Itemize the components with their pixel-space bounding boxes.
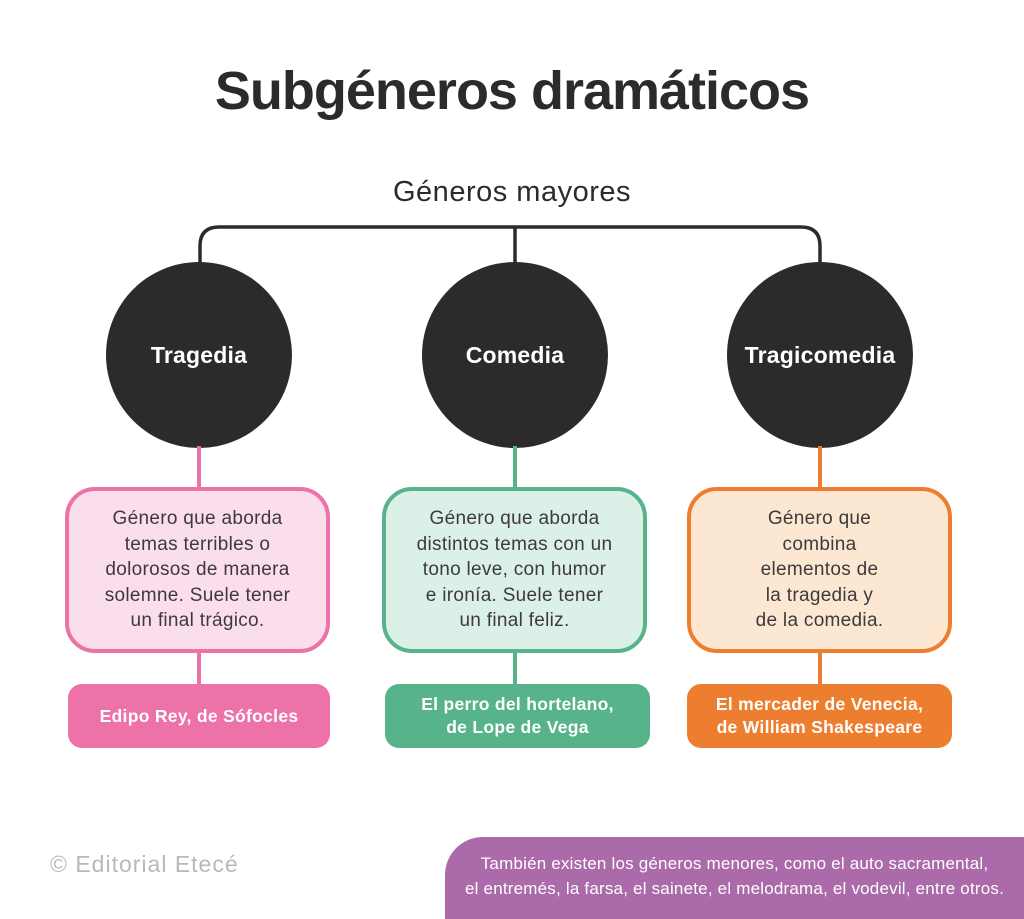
connector-comedia-bottom [513, 652, 517, 686]
description-box-tragicomedia: Género que combina elementos de la trage… [687, 487, 952, 653]
node-comedia: Comedia [422, 262, 608, 448]
node-tragedia-label: Tragedia [150, 341, 248, 368]
node-comedia-label: Comedia [465, 341, 565, 368]
node-tragedia: Tragedia [106, 262, 292, 448]
node-tragicomedia-label: Tragicomedia [744, 341, 896, 368]
footnote-banner: También existen los géneros menores, com… [445, 837, 1024, 919]
description-text-tragicomedia: Género que combina elementos de la trage… [755, 508, 884, 632]
description-box-tragedia: Género que aborda temas terribles o dolo… [65, 487, 330, 653]
group-heading-generos-mayores: Géneros mayores [393, 176, 631, 208]
connector-tragedia-top [197, 446, 201, 488]
tree-connector-lines [198, 225, 822, 265]
connector-comedia-top [513, 446, 517, 488]
example-text-tragicomedia: El mercader de Venecia, de William Shake… [715, 694, 924, 737]
connector-tragicomedia-top [818, 446, 822, 488]
example-box-comedia: El perro del hortelano, de Lope de Vega [385, 684, 650, 748]
node-tragicomedia: Tragicomedia [727, 262, 913, 448]
example-text-tragedia: Edipo Rey, de Sófocles [99, 705, 299, 726]
example-box-tragedia: Edipo Rey, de Sófocles [68, 684, 330, 748]
description-text-tragedia: Género que aborda temas terribles o dolo… [104, 508, 291, 632]
example-box-tragicomedia: El mercader de Venecia, de William Shake… [687, 684, 952, 748]
example-text-comedia: El perro del hortelano, de Lope de Vega [421, 694, 614, 737]
footnote-text: También existen los géneros menores, com… [464, 854, 1005, 898]
page-title: Subgéneros dramáticos [214, 61, 810, 121]
connector-tragedia-bottom [197, 652, 201, 686]
description-box-comedia: Género que aborda distintos temas con un… [382, 487, 647, 653]
description-text-comedia: Género que aborda distintos temas con un… [416, 508, 613, 632]
connector-tragicomedia-bottom [818, 652, 822, 686]
copyright-text: © Editorial Etecé [50, 851, 239, 877]
